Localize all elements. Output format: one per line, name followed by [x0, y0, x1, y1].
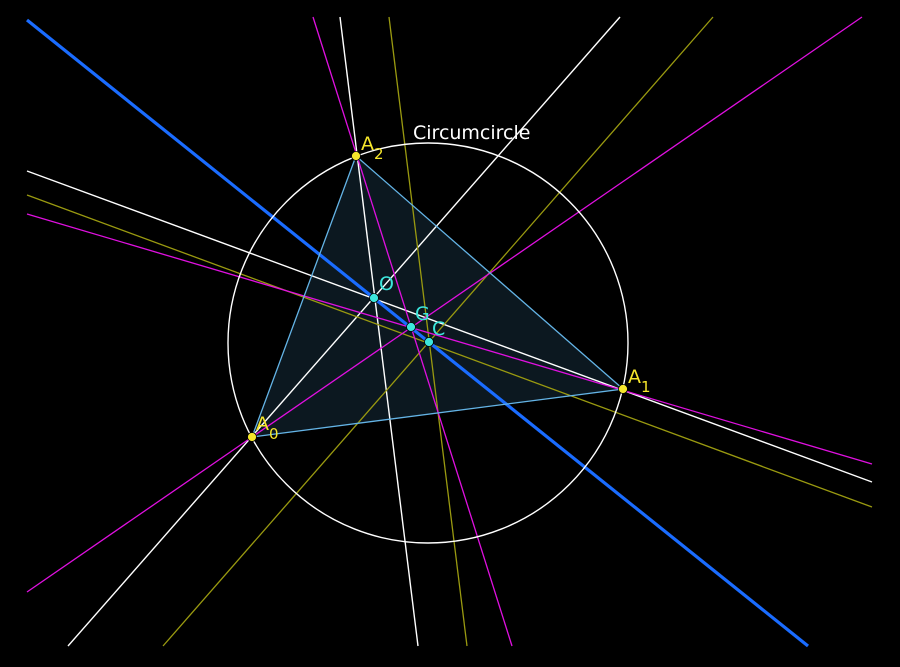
vertex-a0-label: A0 [256, 413, 279, 443]
center-g-dot [406, 322, 416, 332]
vertex-a0-base: A [256, 413, 269, 435]
vertex-a0-subscript: 0 [269, 425, 279, 443]
circumcircle [227, 142, 629, 544]
olive-line-1 [26, 194, 873, 508]
center-g-label: G [415, 303, 430, 325]
circumcircle-label: Circumcircle [413, 122, 530, 144]
center-c-label: C [432, 318, 445, 340]
center-o-dot [369, 293, 379, 303]
triangle-fill [252, 156, 623, 437]
center-o-label: O [379, 273, 394, 295]
vertex-a1-subscript: 1 [641, 378, 651, 396]
vertex-a1-base: A [628, 366, 641, 388]
center-c-dot [424, 337, 434, 347]
vertex-a0-dot [247, 432, 257, 442]
vertex-a2-subscript: 2 [374, 145, 384, 163]
magenta-line-a0 [26, 16, 863, 593]
triangle-edges [251, 154, 625, 438]
white-line-a2-o-a1 [26, 170, 873, 483]
olive-line-3 [162, 16, 714, 647]
vertex-a2-label: A2 [361, 133, 384, 163]
magenta-line-a1 [26, 213, 873, 465]
vertex-a1-dot [618, 384, 628, 394]
vertex-a1-label: A1 [628, 366, 651, 396]
vertex-a2-base: A [361, 133, 374, 155]
white-line-a0-o [67, 16, 621, 647]
euler-line [25, 18, 810, 648]
vertex-a2-dot [351, 151, 361, 161]
